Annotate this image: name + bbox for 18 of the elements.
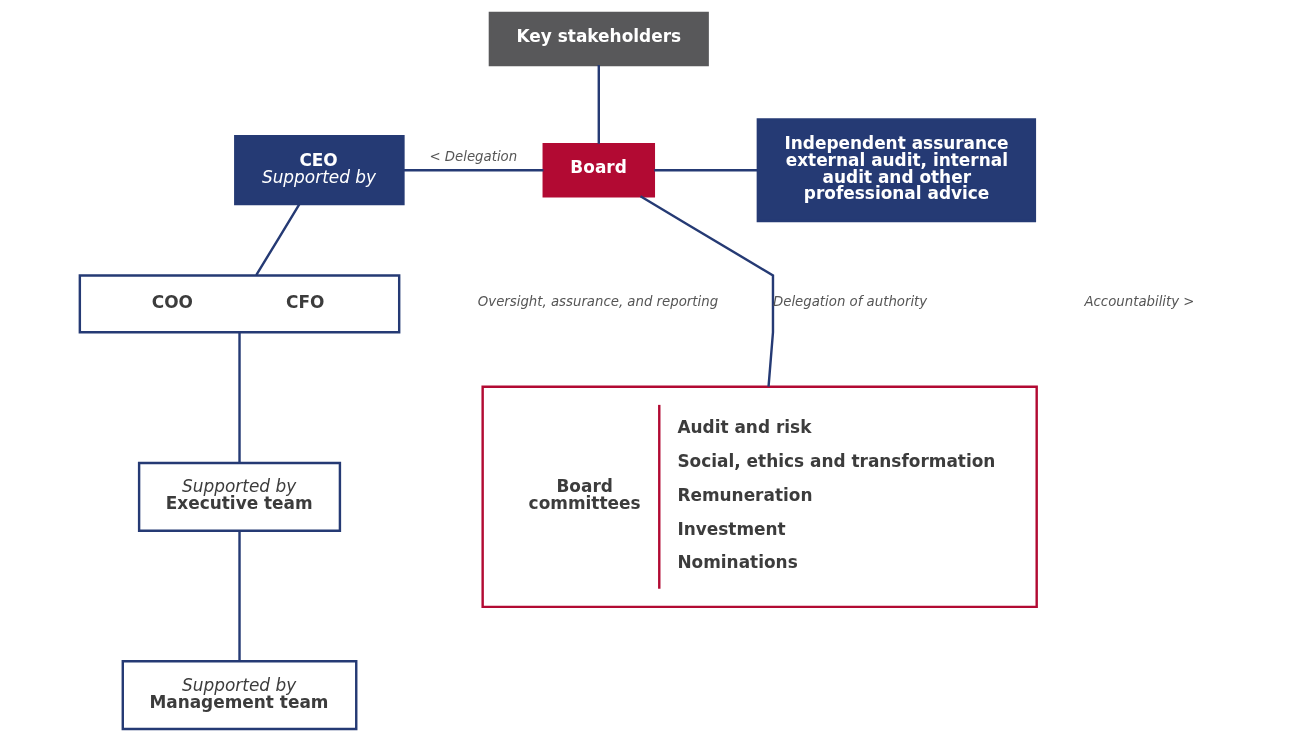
node-box: Supported by Executive team [137, 461, 341, 532]
connector [639, 195, 774, 387]
node-box: COO CFO [78, 274, 400, 334]
node-box: Independent assurance external audit, internal audit and other professional advice [756, 118, 1036, 223]
edge-label: < Delegation [428, 149, 517, 165]
connector [597, 65, 600, 144]
node-box: Supported by Management team [121, 660, 357, 731]
node-box: CEO Supported by [233, 135, 405, 206]
label: Accountability > [1083, 294, 1195, 310]
connector [653, 169, 757, 172]
label: Oversight, assurance, and reporting [477, 294, 718, 310]
node-box: Key stakeholders [488, 11, 709, 67]
connector [254, 203, 300, 276]
node-box: Board [542, 143, 655, 198]
connector [237, 530, 241, 662]
connector [237, 332, 241, 463]
connector [403, 169, 543, 172]
node-box: Board committees Audit and risk Social, ethics and transformation Remuneration Investment Nominations [480, 385, 1038, 609]
